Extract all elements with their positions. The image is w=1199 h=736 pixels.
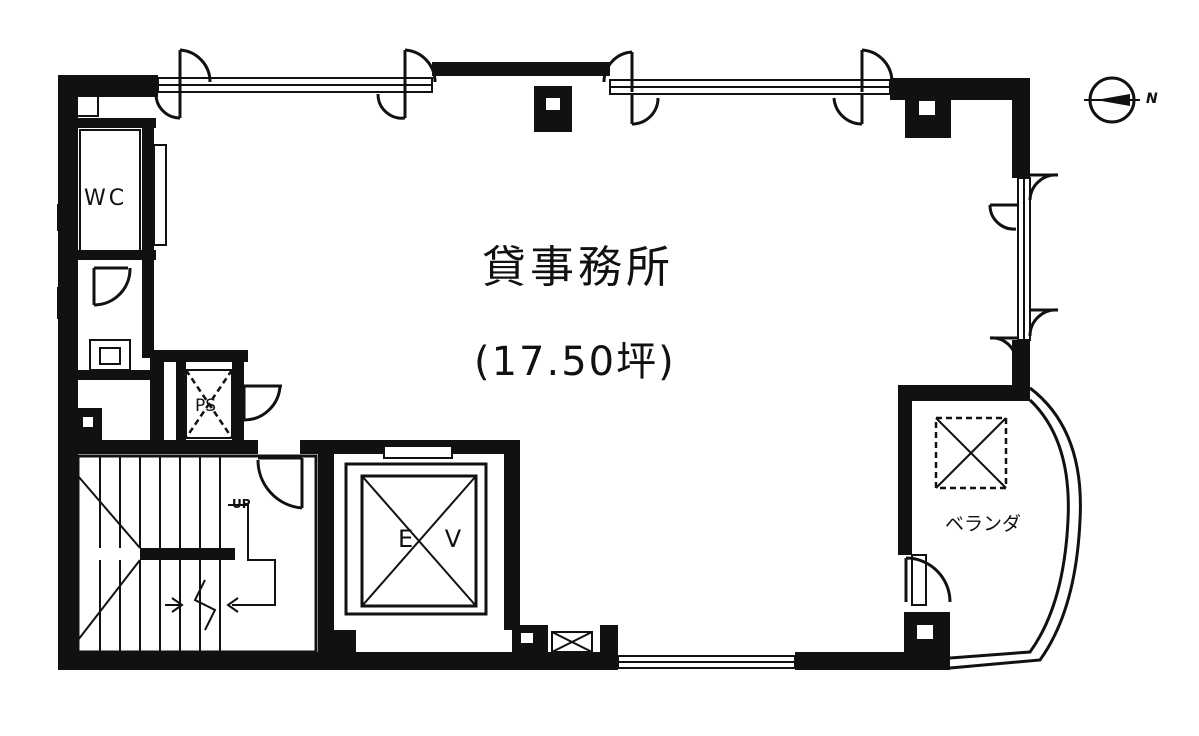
elevator-car (344, 462, 488, 616)
balcony-label: ベランダ (945, 513, 1022, 535)
balcony-rail (934, 386, 1082, 670)
stairs-up-label: UP (232, 497, 251, 511)
north-label: N (1146, 91, 1158, 107)
top-windows (157, 77, 1031, 669)
office-area-label: (17.50坪) (474, 339, 676, 385)
elevator-label: E V (398, 525, 474, 553)
north-arrow-icon (1084, 76, 1140, 124)
pipe-space-label: PS (195, 396, 217, 416)
stairs (76, 454, 318, 654)
toilet-label: WC (84, 186, 128, 211)
columns (74, 86, 951, 658)
office-name-label: 貸事務所 (482, 242, 674, 293)
door-swings (92, 48, 1059, 603)
interior-walls (57, 118, 1030, 670)
